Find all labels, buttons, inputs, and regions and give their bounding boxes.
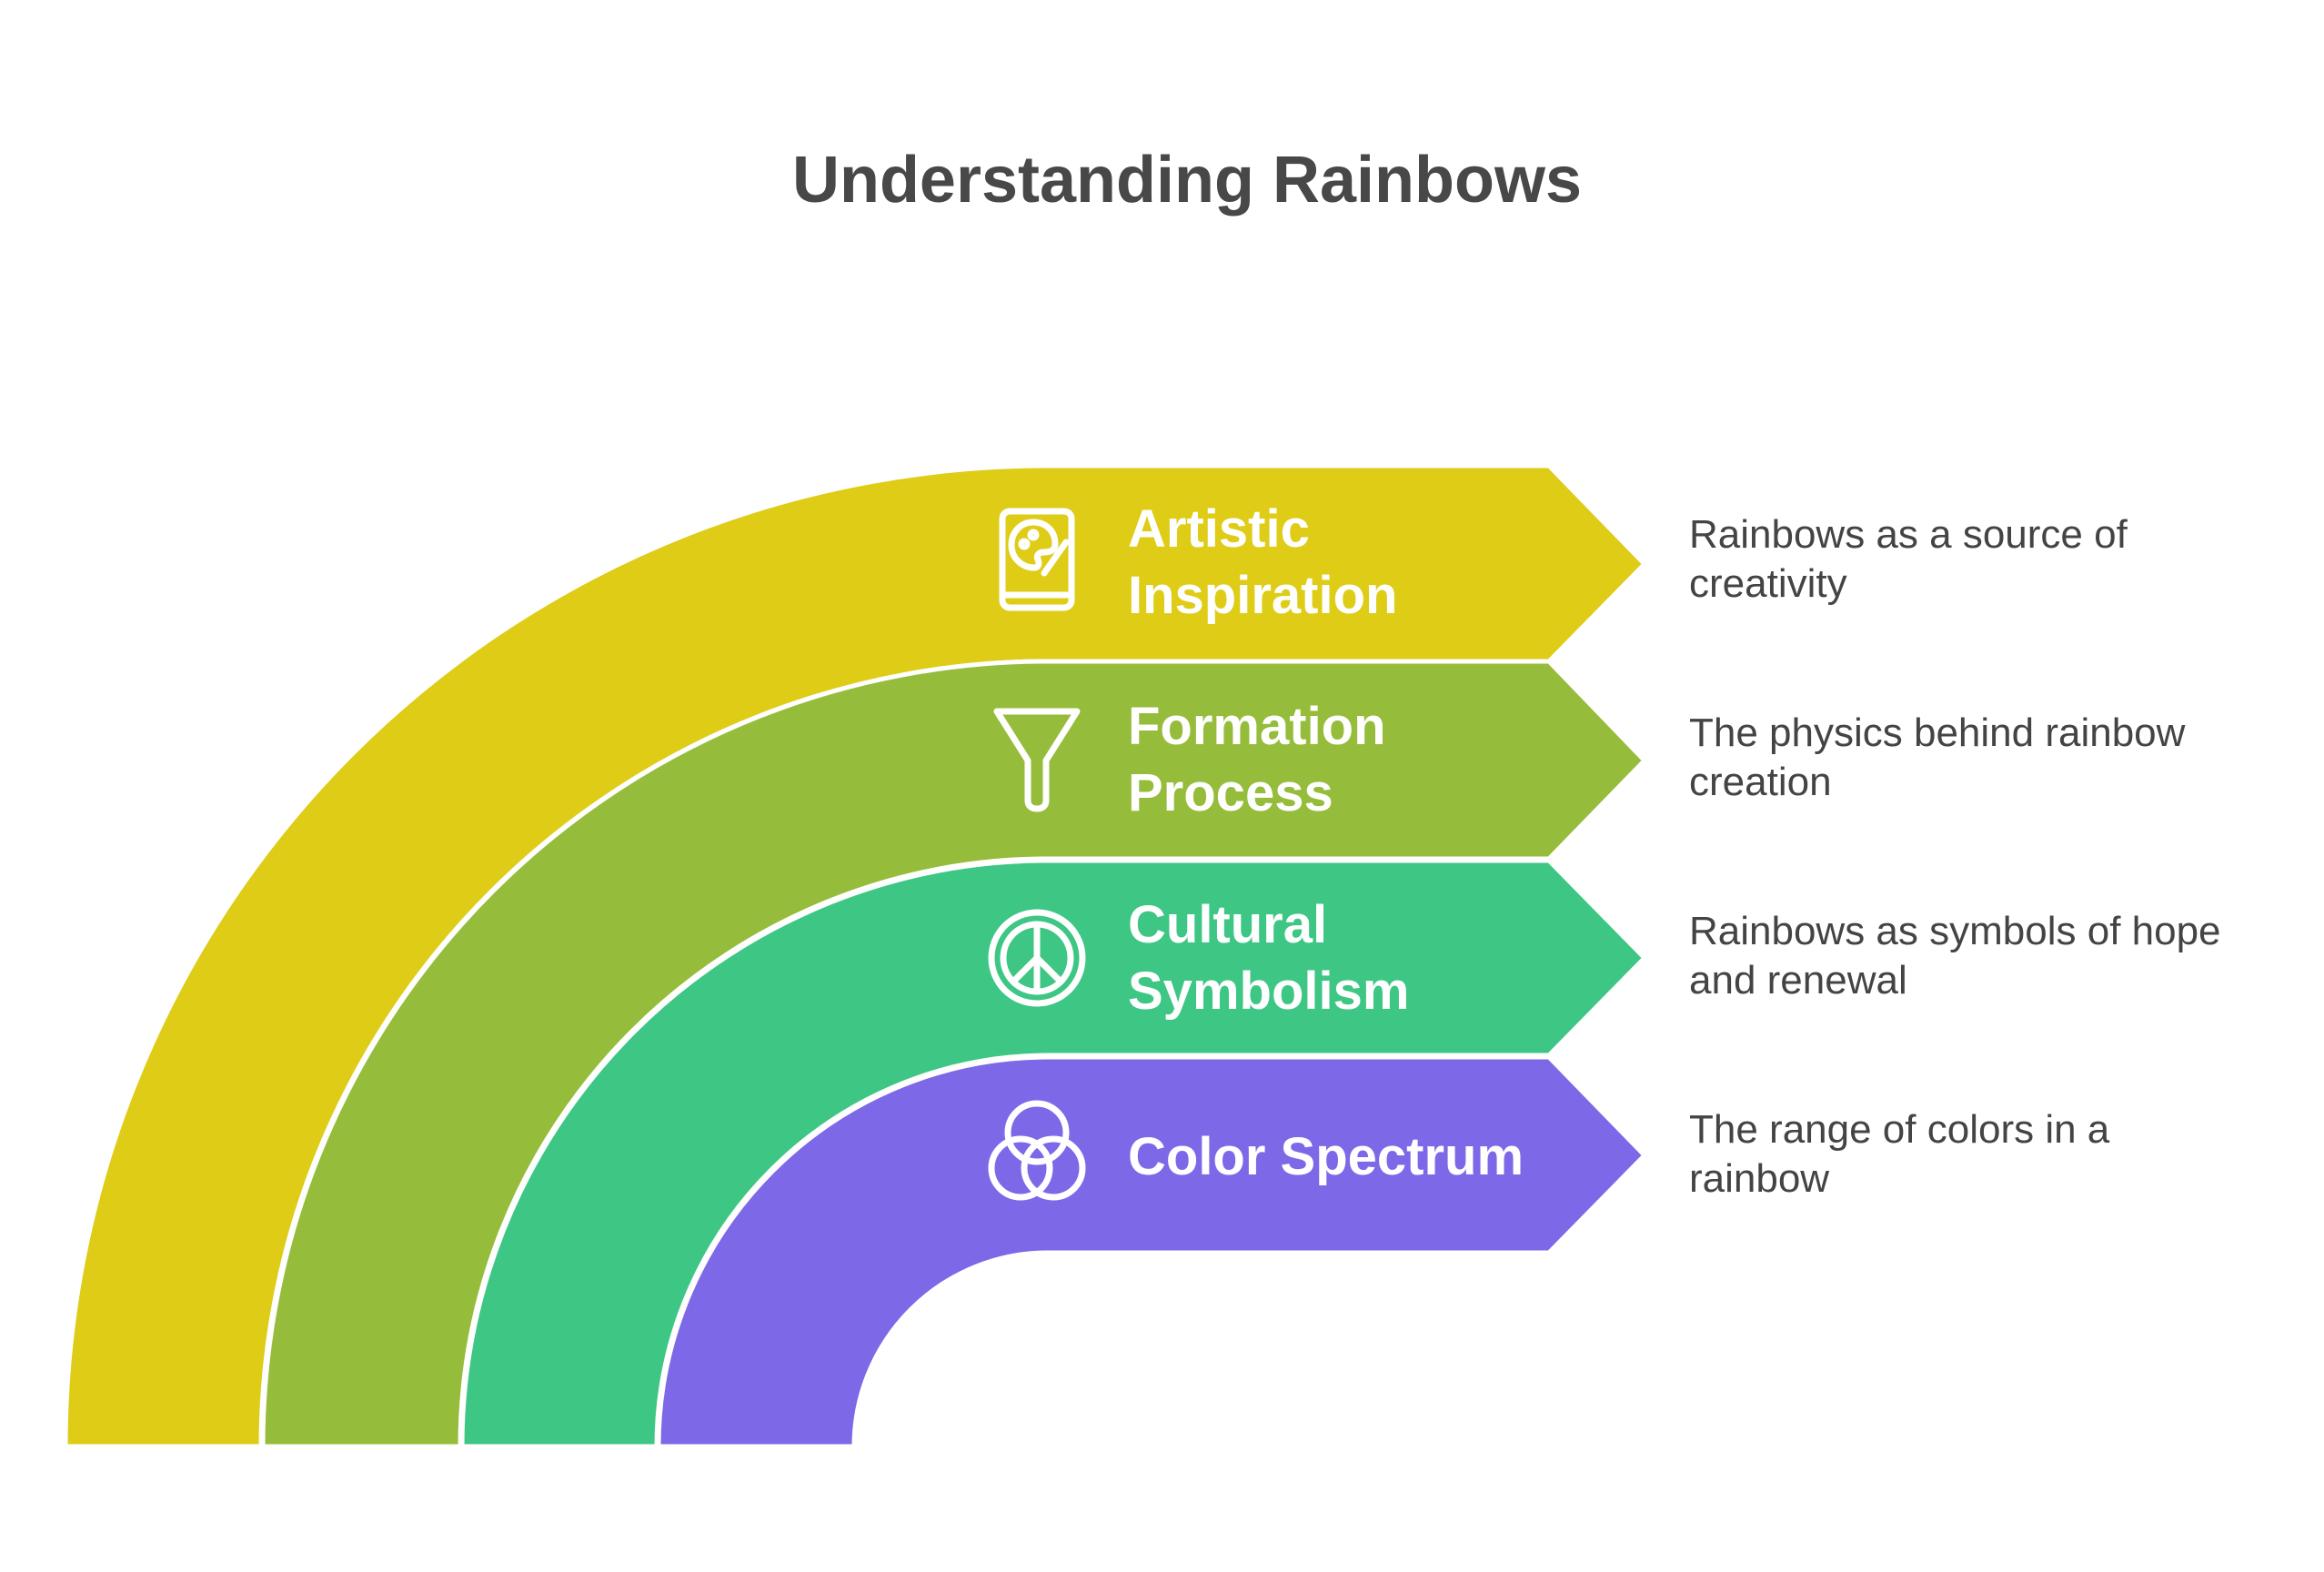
band-label-artistic-inspiration: Artistic Inspiration	[1128, 499, 1397, 625]
band-label-line2: Inspiration	[1128, 566, 1397, 625]
band-label-line2: Process	[1128, 763, 1333, 822]
venn-circles-icon	[988, 1100, 1086, 1201]
band-label-color-spectrum: Color Spectrum	[1128, 1127, 1524, 1186]
description-line1: The physics behind rainbow	[1689, 710, 2186, 755]
layer-artistic-inspiration: Artistic Inspiration Rainbows as a sourc…	[63, 463, 2138, 1449]
peace-sign-icon	[988, 909, 1086, 1007]
description-line2: rainbow	[1689, 1156, 1829, 1201]
description-artistic-inspiration: Rainbows as a source of creativity	[1689, 512, 2138, 606]
band-label-line1: Formation	[1128, 697, 1386, 756]
band-label-cultural-symbolism: Cultural Symbolism	[1128, 895, 1409, 1021]
description-line1: Rainbows as symbols of hope	[1689, 909, 2221, 953]
description-color-spectrum: The range of colors in a rainbow	[1689, 1107, 2121, 1201]
description-line1: Rainbows as a source of	[1689, 512, 2128, 557]
diagram-title: Understanding Rainbows	[792, 144, 1582, 217]
description-formation-process: The physics behind rainbow creation	[1689, 710, 2197, 804]
band-label-line1: Artistic	[1128, 499, 1310, 559]
band-shape-color-spectrum	[656, 1054, 1648, 1449]
funnel-icon	[993, 708, 1081, 812]
band-label-formation-process: Formation Process	[1128, 697, 1401, 822]
description-line1: The range of colors in a	[1689, 1107, 2110, 1152]
description-line2: creation	[1689, 760, 1832, 804]
description-line2: creativity	[1689, 561, 1847, 606]
palette-book-icon	[999, 508, 1075, 611]
layer-color-spectrum: Color Spectrum The range of colors in a …	[656, 1054, 2121, 1449]
band-label-line2: Symbolism	[1128, 962, 1409, 1021]
band-label-line1: Cultural	[1128, 895, 1327, 954]
description-cultural-symbolism: Rainbows as symbols of hope and renewal	[1689, 909, 2232, 1003]
description-line2: and renewal	[1689, 958, 1907, 1003]
